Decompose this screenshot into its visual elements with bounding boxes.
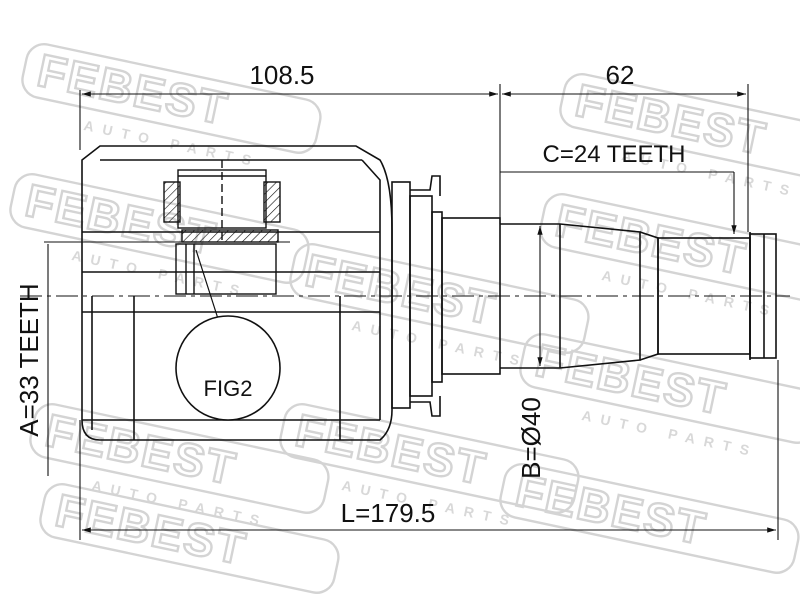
watermark-brand: FEBEST <box>33 44 233 135</box>
boot-neck <box>391 175 443 417</box>
watermark-6: FEBEST AUTO PARTS <box>519 333 800 460</box>
watermark-brand: FEBEST <box>531 334 731 425</box>
watermark-brand: FEBEST <box>301 244 501 335</box>
stub-shaft <box>441 217 777 375</box>
fig2-label: FIG2 <box>204 376 253 401</box>
dim-diameter-b: B=Ø40 <box>516 397 546 479</box>
dim-spline-a-teeth: A=33 TEETH <box>14 283 44 436</box>
tripod-roller <box>163 160 281 295</box>
watermark-brand: FEBEST <box>21 174 221 265</box>
fig2-detail: FIG2 <box>175 315 281 421</box>
dim-spline-c-teeth: C=24 TEETH <box>543 141 686 168</box>
dimension-lines <box>44 84 779 540</box>
watermark-5: FEBEST AUTO PARTS <box>539 193 800 320</box>
joint-housing <box>81 145 393 441</box>
dim-total-length: L=179.5 <box>341 498 436 528</box>
dim-length-108-5: 108.5 <box>249 60 314 90</box>
dim-length-62: 62 <box>606 60 635 90</box>
watermark-brand: FEBEST <box>551 194 751 285</box>
